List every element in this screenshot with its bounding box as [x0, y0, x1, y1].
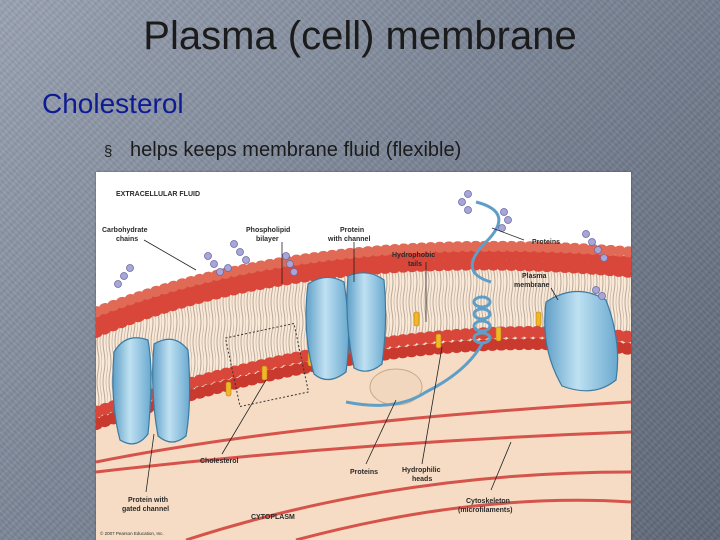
label-gated-line2: gated channel — [122, 506, 169, 513]
bullet-marker: § — [104, 143, 113, 160]
label-phospholipid-line2: bilayer — [256, 236, 279, 243]
label-leader-lines — [143, 227, 559, 493]
label-phospholipid-line1: Phospholipid — [246, 227, 290, 234]
transmembrane-protein-right — [544, 290, 619, 392]
bullet-text: helps keeps membrane fluid (flexible) — [130, 139, 462, 161]
label-carbohydrate-line2: chains — [116, 236, 138, 243]
bilayer-highlight-box — [224, 322, 310, 408]
gated-channel-protein — [112, 337, 191, 445]
region-label-extracellular: EXTRACELLULAR FLUID — [116, 191, 200, 198]
label-proteins-bottom: Proteins — [350, 469, 378, 476]
label-cytoskeleton-line1: Cytoskeleton — [466, 498, 510, 505]
cytoskeleton-filaments — [96, 400, 631, 540]
membrane-svg: EXTRACELLULAR FLUID Carbohydrate chains … — [96, 172, 631, 540]
label-channel-line2: with channel — [327, 236, 370, 243]
section-heading: Cholesterol — [42, 88, 184, 119]
slide-title: Plasma (cell) membrane — [143, 14, 577, 58]
label-hydrophobic-line2: tails — [408, 261, 422, 268]
channel-protein — [305, 272, 387, 381]
label-hydrophobic-line1: Hydrophobic — [392, 252, 435, 259]
label-hydrophilic-line2: heads — [412, 476, 432, 483]
label-channel-line1: Protein — [340, 227, 364, 234]
carbohydrate-chains — [114, 190, 608, 300]
label-proteins-top: Proteins — [532, 239, 560, 246]
helical-protein — [345, 200, 501, 407]
region-label-cytoplasm: CYTOPLASM — [251, 514, 295, 521]
label-carbohydrate-line1: Carbohydrate — [102, 227, 148, 234]
copyright-notice: © 2007 Pearson Education, Inc. — [100, 530, 164, 536]
label-cholesterol: Cholesterol — [200, 458, 239, 465]
label-cytoskeleton-line2: (microfilaments) — [458, 507, 512, 514]
bullet-item: § helps keeps membrane fluid (flexible) — [104, 139, 461, 162]
label-plasma-line2: membrane — [514, 282, 550, 289]
label-plasma-line1: Plasma — [522, 273, 547, 280]
label-hydrophilic-line1: Hydrophilic — [402, 467, 441, 474]
label-gated-line1: Protein with — [128, 497, 168, 504]
membrane-diagram: EXTRACELLULAR FLUID Carbohydrate chains … — [96, 172, 631, 540]
